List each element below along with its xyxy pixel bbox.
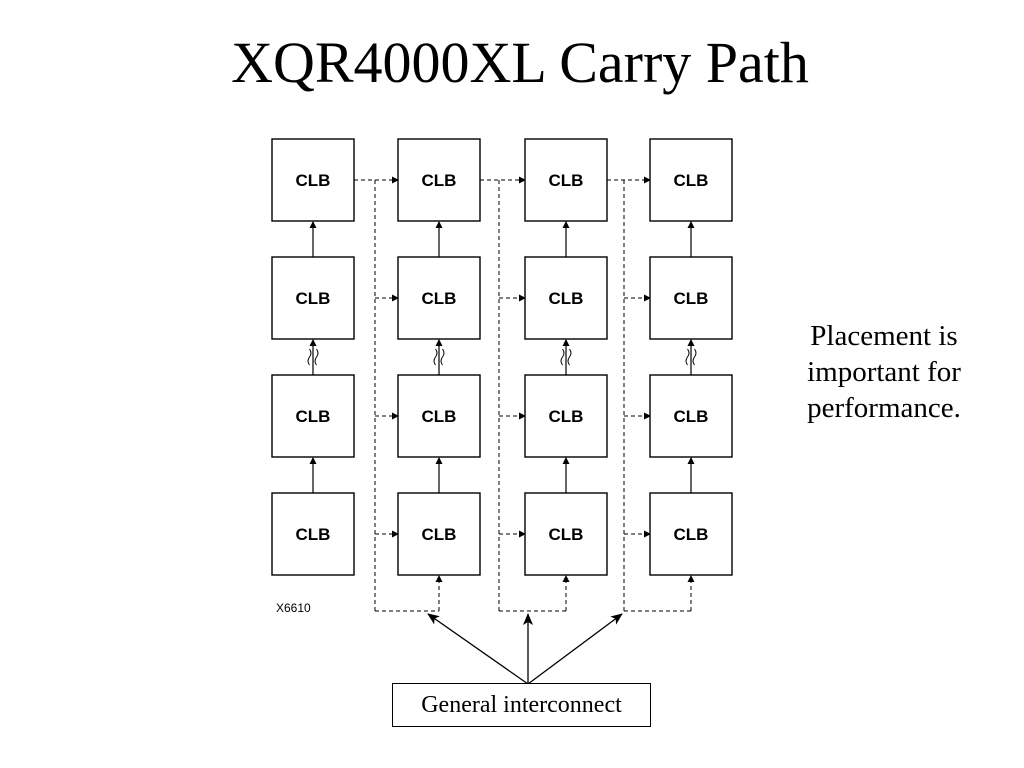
clb-box [524, 492, 608, 576]
clb-box [524, 138, 608, 222]
clb-block: CLB [397, 138, 481, 222]
note-line-3: performance. [807, 392, 961, 424]
general-interconnect-box: General interconnect [392, 683, 651, 727]
clb-box [649, 492, 733, 576]
clb-box [271, 256, 355, 340]
note-line-1: Placement is [810, 320, 958, 352]
break-mark [692, 348, 697, 366]
clb-label: CLB [296, 171, 331, 190]
clb-block: CLB [649, 138, 733, 222]
clb-label: CLB [296, 525, 331, 544]
break-mark [567, 348, 572, 366]
clb-block: CLB [397, 256, 481, 340]
clb-box [397, 256, 481, 340]
clb-block: CLB [397, 374, 481, 458]
break-mark [685, 348, 690, 366]
clb-label: CLB [296, 289, 331, 308]
clb-block: CLB [271, 256, 355, 340]
clb-box [649, 138, 733, 222]
clb-label: CLB [674, 407, 709, 426]
clb-label: CLB [674, 171, 709, 190]
callout-arrow [527, 613, 623, 685]
note-line-2: important for [807, 356, 961, 388]
clb-block: CLB [524, 492, 608, 576]
clb-block: CLB [524, 138, 608, 222]
clb-block: CLB [524, 256, 608, 340]
break-mark [314, 348, 319, 366]
clb-box [397, 374, 481, 458]
clb-label: CLB [422, 289, 457, 308]
clb-box [649, 374, 733, 458]
clb-label: CLB [549, 407, 584, 426]
clb-label: CLB [674, 525, 709, 544]
clb-label: CLB [549, 289, 584, 308]
clb-block: CLB [649, 256, 733, 340]
break-mark [433, 348, 438, 366]
clb-label: CLB [422, 525, 457, 544]
clb-box [271, 492, 355, 576]
clb-label: CLB [674, 289, 709, 308]
clb-block: CLB [524, 374, 608, 458]
clb-block: CLB [649, 492, 733, 576]
clb-label: CLB [422, 171, 457, 190]
clb-block: CLB [271, 492, 355, 576]
clb-box [524, 256, 608, 340]
placement-note: Placement is important for performance. [772, 318, 996, 426]
clb-block: CLB [271, 138, 355, 222]
clb-block: CLB [271, 374, 355, 458]
clb-grid: CLB CLB CLB CLB CLB CLB CLB CLB CLB CLB CLB CLB CLB C… [271, 138, 733, 576]
clb-box [524, 374, 608, 458]
clb-label: CLB [549, 171, 584, 190]
clb-box [397, 492, 481, 576]
general-interconnect-label: General interconnect [421, 691, 622, 718]
clb-block: CLB [397, 492, 481, 576]
clb-label: CLB [296, 407, 331, 426]
slide-title: XQR4000XL Carry Path [231, 30, 809, 95]
callout-arrow [427, 613, 529, 685]
figure-id-label: X6610 [276, 601, 311, 615]
clb-box [649, 256, 733, 340]
clb-box [271, 374, 355, 458]
break-mark [560, 348, 565, 366]
connection-lines [307, 176, 697, 685]
clb-label: CLB [422, 407, 457, 426]
clb-box [271, 138, 355, 222]
clb-box [397, 138, 481, 222]
clb-label: CLB [549, 525, 584, 544]
break-mark [440, 348, 445, 366]
clb-block: CLB [649, 374, 733, 458]
break-mark [307, 348, 312, 366]
